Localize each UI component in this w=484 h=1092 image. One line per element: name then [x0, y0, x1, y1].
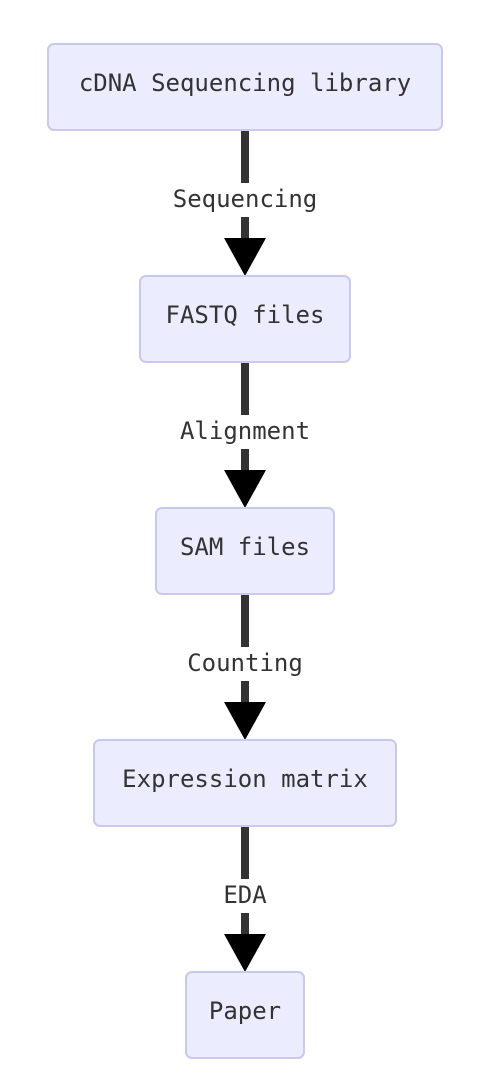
- node-box: [93, 739, 397, 827]
- edge-label-background: [178, 647, 312, 681]
- node-box: [47, 43, 443, 131]
- edge-alignment: Alignment: [170, 362, 320, 508]
- edge-label-background: [170, 415, 320, 449]
- node-label: SAM files: [180, 533, 310, 561]
- node-label: FASTQ files: [166, 301, 325, 329]
- node-expression-matrix: Expression matrix: [93, 739, 397, 827]
- edge-label-background: [218, 879, 272, 913]
- edge-label-eda: EDA: [223, 881, 267, 909]
- edge-label-sequencing: Sequencing: [173, 185, 318, 213]
- arrow-head: [224, 238, 266, 276]
- node-box: [185, 971, 305, 1059]
- node-label: Expression matrix: [122, 765, 368, 793]
- node-box: [139, 275, 351, 363]
- edge-label-alignment: Alignment: [180, 417, 310, 445]
- edge-counting: Counting: [178, 594, 312, 740]
- arrow-head: [224, 470, 266, 508]
- edge-label-counting: Counting: [187, 649, 303, 677]
- node-cdna-sequencing-library: cDNA Sequencing library: [47, 43, 443, 131]
- node-paper: Paper: [185, 971, 305, 1059]
- node-sam-files: SAM files: [155, 507, 335, 595]
- node-label: cDNA Sequencing library: [79, 69, 411, 97]
- edge-eda: EDA: [218, 826, 272, 972]
- arrow-head: [224, 934, 266, 972]
- node-label: Paper: [209, 997, 281, 1025]
- edge-label-background: [164, 183, 326, 217]
- node-box: [155, 507, 335, 595]
- node-fastq-files: FASTQ files: [139, 275, 351, 363]
- edge-sequencing: Sequencing: [164, 130, 326, 276]
- arrow-head: [224, 702, 266, 740]
